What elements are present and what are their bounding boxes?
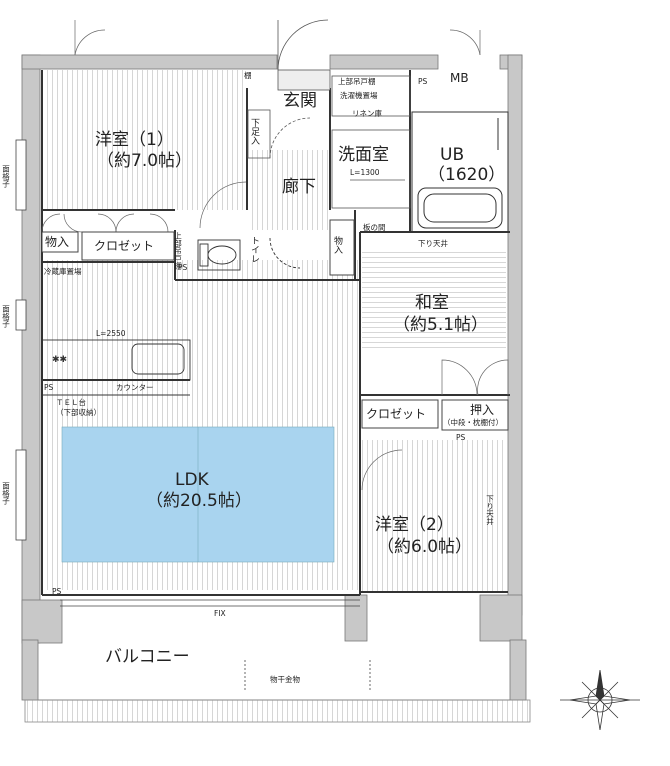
ps-entrance: PS — [418, 77, 428, 86]
entrance-details — [247, 19, 411, 209]
ps-closet: PS — [456, 433, 466, 442]
compass-icon — [560, 669, 640, 731]
lowered-ceiling-washitsu: 下り天井 — [418, 238, 448, 248]
outer-walls — [21, 54, 527, 701]
washroom-width: L=1300 — [350, 168, 380, 177]
lowered-ceiling-western2: 下り天井 — [485, 495, 494, 527]
toilet-label: トイレ — [249, 236, 260, 263]
hallway-name: 廊下 — [282, 177, 316, 197]
tel-label: ＴＥＬ台 — [56, 397, 86, 407]
balcony — [24, 599, 531, 723]
western1-name: 洋室（1） — [95, 130, 174, 150]
western2-size: （約6.0帖） — [377, 537, 472, 557]
ldk-size: （約20.5帖） — [146, 491, 252, 511]
upper-cabinet-toilet: 上部吊戸棚 — [173, 232, 182, 271]
kitchen: ✱✱ — [41, 339, 191, 396]
mb-label: MB — [450, 71, 469, 85]
oshiire-note: （中段・枕棚付） — [443, 417, 503, 427]
closet1-label: クロゼット — [94, 239, 154, 253]
svg-text:✱✱: ✱✱ — [52, 355, 67, 365]
ub-name: UB — [440, 145, 464, 165]
ps-kitchen: PS — [44, 383, 54, 392]
kitchen-length: L=2550 — [96, 329, 126, 338]
washitsu-size: （約5.1帖） — [393, 315, 488, 335]
vertical-labels: 面格子 面格子 面格子 下足入 トイレ 物入 上部吊戸棚 下り天井 — [1, 118, 494, 526]
ldk-name: LDK — [175, 470, 210, 490]
lattices — [15, 139, 27, 541]
shoe-box-label: 下足入 — [249, 118, 260, 145]
closet-boxes — [41, 219, 509, 431]
tel-note: （下部収納） — [56, 407, 101, 417]
closet2-label: クロゼット — [366, 407, 426, 421]
counter-label: カウンター — [116, 383, 154, 392]
western2-name: 洋室（2） — [375, 515, 454, 535]
board-space-label: 板の間 — [363, 222, 386, 232]
linen-label: リネン庫 — [352, 108, 382, 118]
washitsu-name: 和室 — [415, 293, 449, 313]
labels: 洋室（1） （約7.0帖） 洋室（2） （約6.0帖） 和室 （約5.1帖） L… — [44, 70, 505, 684]
water-heater-label: 洗濯機置場 — [340, 90, 378, 100]
lattice3-label: 面格子 — [1, 482, 10, 505]
monoire2-label: 物入 — [332, 235, 343, 254]
fridge-small-label: 棚 — [244, 70, 252, 80]
fridge-label: 冷蔵庫置場 — [44, 266, 82, 276]
toilet-fixture — [197, 237, 301, 271]
fix-label: FIX — [214, 609, 226, 618]
lattice2-label: 面格子 — [1, 305, 10, 328]
clothes-hanger-label: 物干金物 — [270, 674, 300, 684]
entrance-name: 玄関 — [283, 91, 317, 111]
monoire1-label: 物入 — [45, 235, 69, 249]
oshiire-label: 押入 — [470, 403, 494, 417]
western1-size: （約7.0帖） — [97, 151, 192, 171]
lattice1-label: 面格子 — [1, 165, 10, 188]
unit-bath — [411, 111, 509, 233]
upper-cabinet-label: 上部吊戸棚 — [338, 76, 376, 86]
balcony-name: バルコニー — [105, 647, 190, 667]
ps-toilet: PS — [178, 263, 188, 272]
ps-ldk: PS — [52, 587, 62, 596]
washroom-name: 洗面室 — [338, 145, 389, 165]
ub-size: （1620） — [428, 165, 505, 185]
